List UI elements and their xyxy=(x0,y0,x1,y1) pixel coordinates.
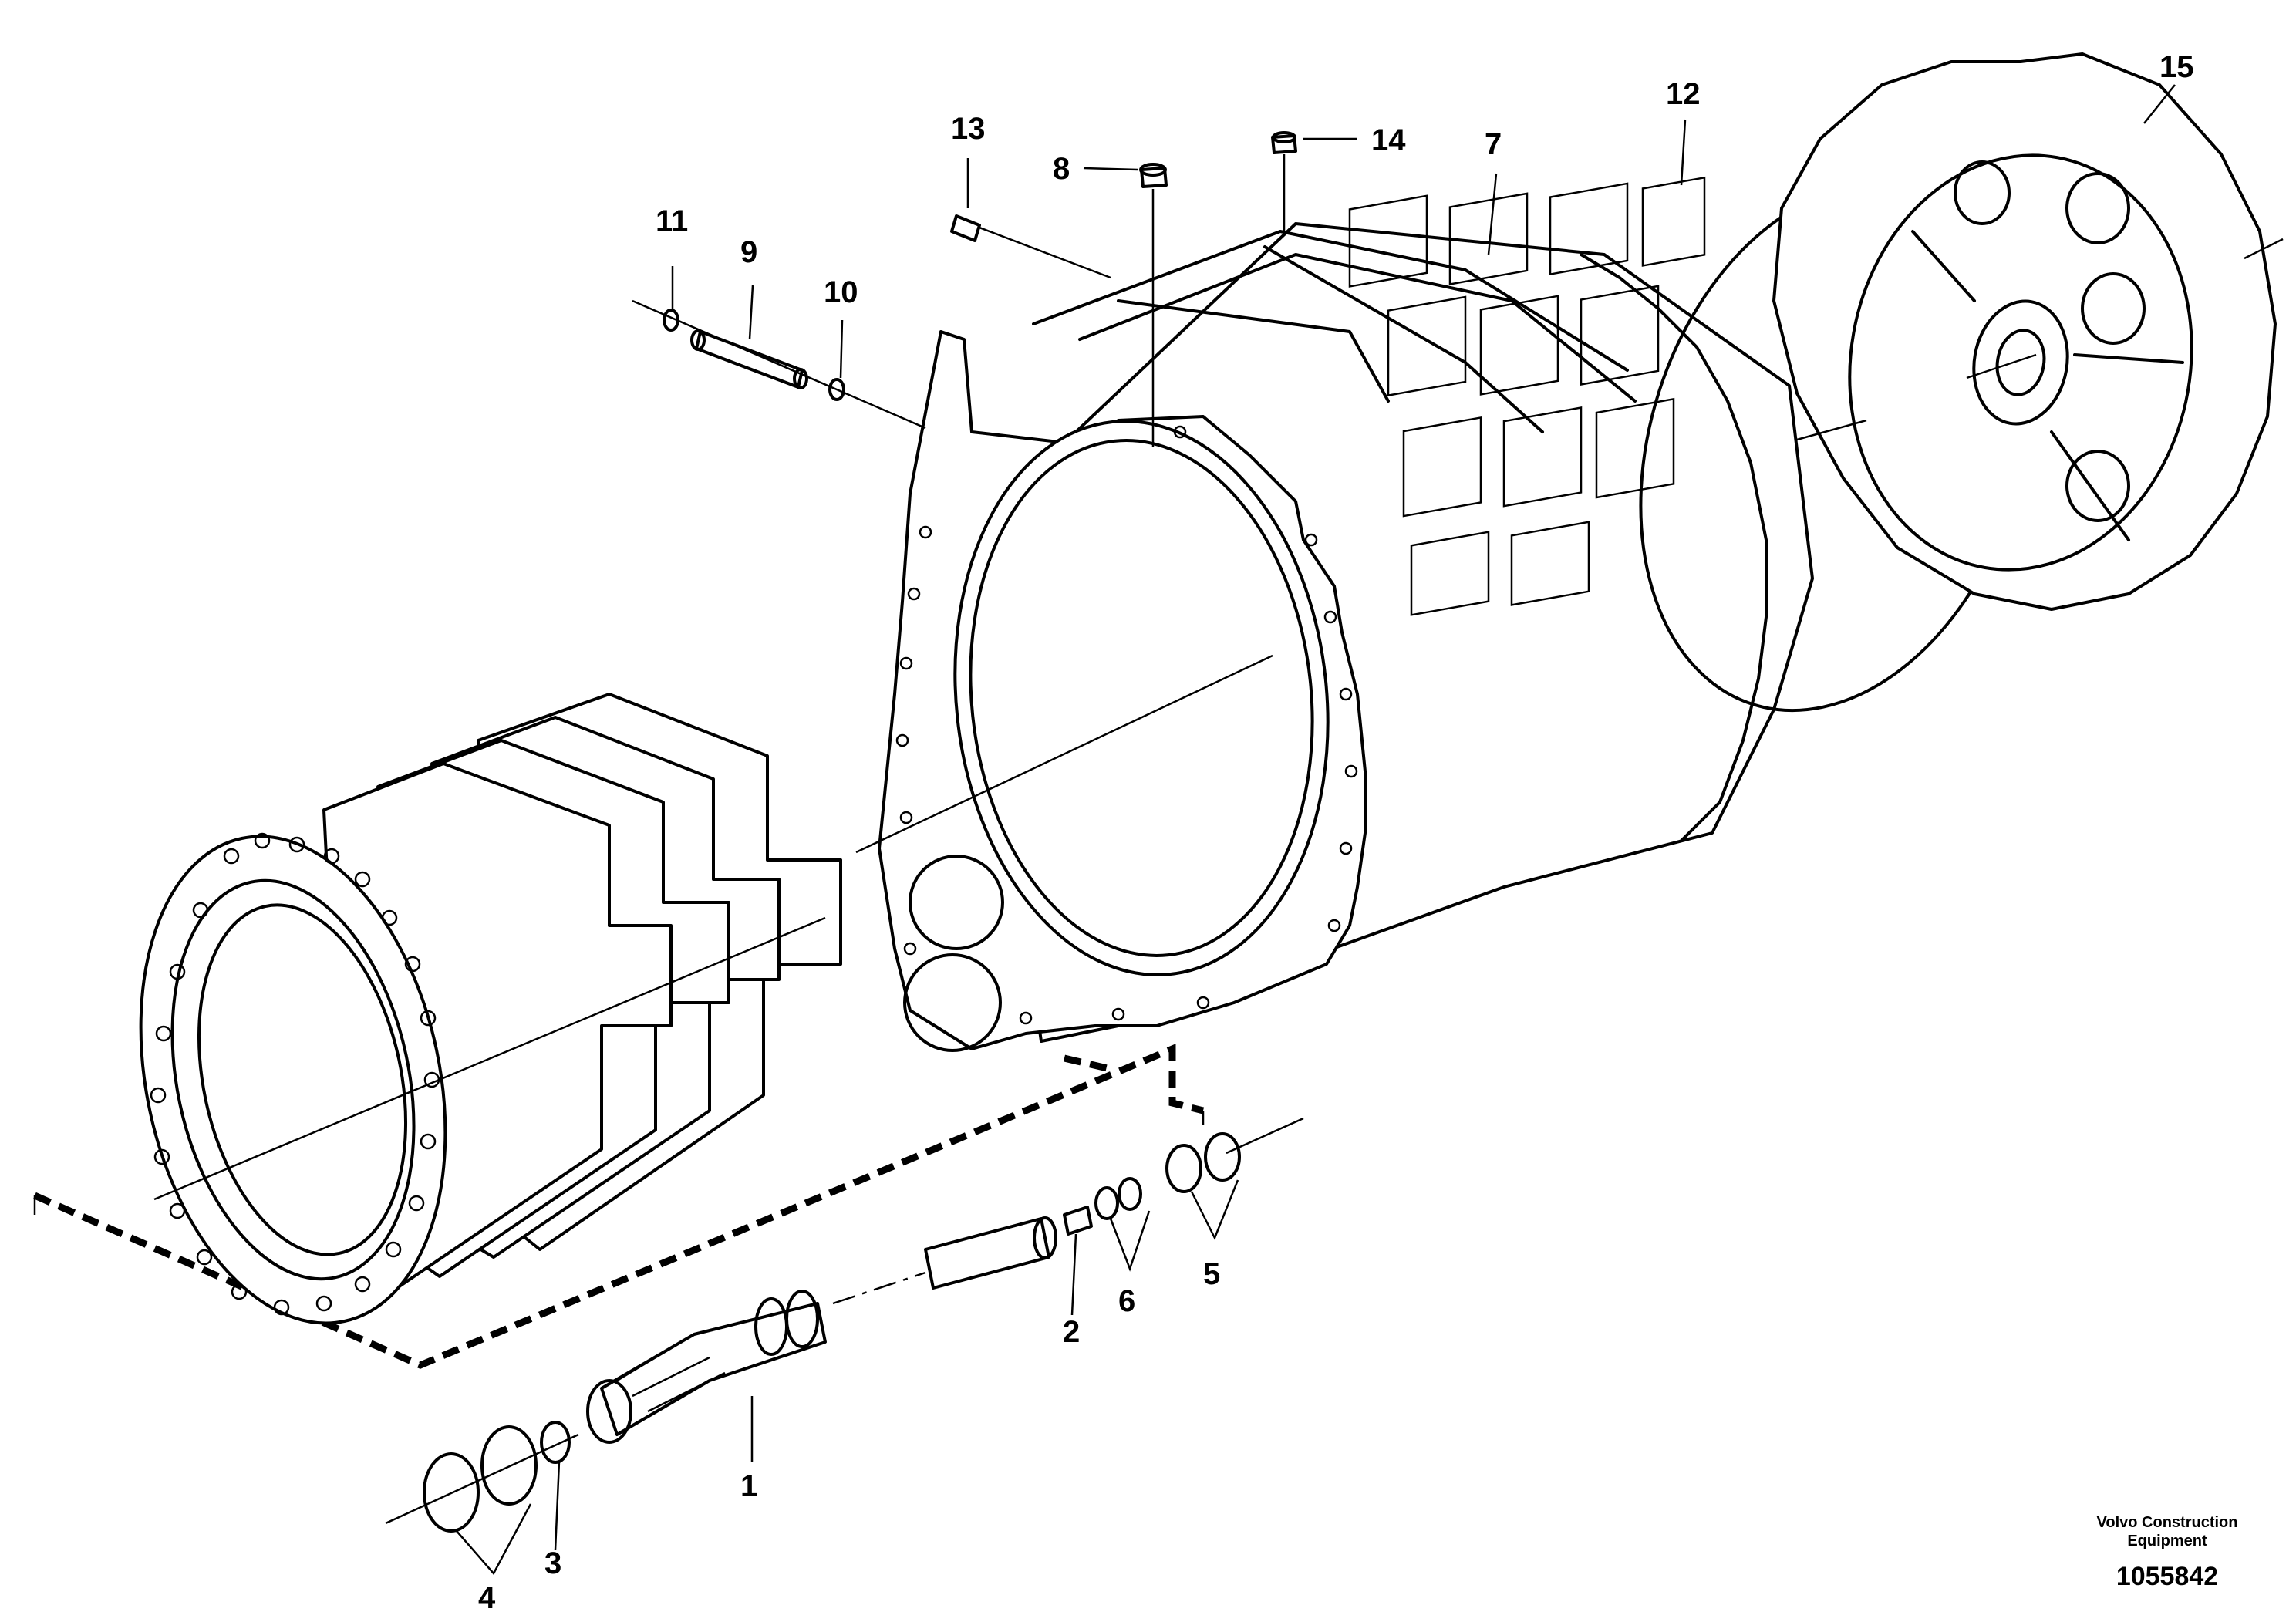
o-ring-6a xyxy=(1094,1186,1119,1220)
cover-15 xyxy=(1772,52,2277,611)
plug-8 xyxy=(1139,163,1168,188)
leader-lines xyxy=(456,84,2176,1576)
o-ring-4a xyxy=(423,1452,480,1533)
callout-8: 8 xyxy=(1053,152,1070,186)
ring-10 xyxy=(828,378,845,401)
o-ring-5a xyxy=(1165,1144,1202,1193)
ring-3 xyxy=(540,1421,571,1464)
pin-9 xyxy=(690,329,808,389)
callout-11: 11 xyxy=(656,204,688,238)
publisher-line-2: Equipment xyxy=(2127,1533,2207,1549)
clutch-pack xyxy=(139,693,842,1325)
callout-3: 3 xyxy=(544,1546,561,1580)
callout-12: 12 xyxy=(1666,77,1701,111)
clutch-bolt-holes xyxy=(150,832,440,1316)
callout-15: 15 xyxy=(2159,50,2194,84)
publisher-line-1: Volvo Construction xyxy=(2097,1514,2238,1531)
plug-13 xyxy=(950,214,981,242)
callout-6: 6 xyxy=(1118,1284,1135,1318)
callout-2: 2 xyxy=(1063,1315,1080,1349)
housing-ribs xyxy=(1348,176,1706,616)
callout-9: 9 xyxy=(740,235,757,269)
transmission-housing xyxy=(878,176,1814,1052)
shaft-1 xyxy=(586,1216,1057,1444)
callout-5: 5 xyxy=(1203,1257,1220,1291)
title-block: Volvo Construction Equipment 1055842 xyxy=(2097,1514,2238,1591)
flange-bolt-holes xyxy=(895,425,1358,1025)
assembly-bracket xyxy=(33,1044,1205,1369)
assembly-axes xyxy=(153,154,2284,1525)
drawing-number: 1055842 xyxy=(2116,1562,2218,1591)
callout-13: 13 xyxy=(951,112,986,146)
bushing-2 xyxy=(1063,1206,1093,1236)
callout-4: 4 xyxy=(478,1581,496,1615)
callout-7: 7 xyxy=(1485,127,1502,161)
plug-14 xyxy=(1271,131,1297,154)
callout-1: 1 xyxy=(740,1469,757,1503)
callouts: 1 2 3 4 5 6 7 8 9 10 11 12 13 14 15 xyxy=(478,50,2194,1615)
callout-10: 10 xyxy=(824,275,858,309)
callout-14: 14 xyxy=(1371,123,1406,157)
o-ring-4b xyxy=(480,1425,538,1506)
o-ring-5b xyxy=(1204,1132,1241,1182)
o-ring-6b xyxy=(1118,1177,1142,1211)
